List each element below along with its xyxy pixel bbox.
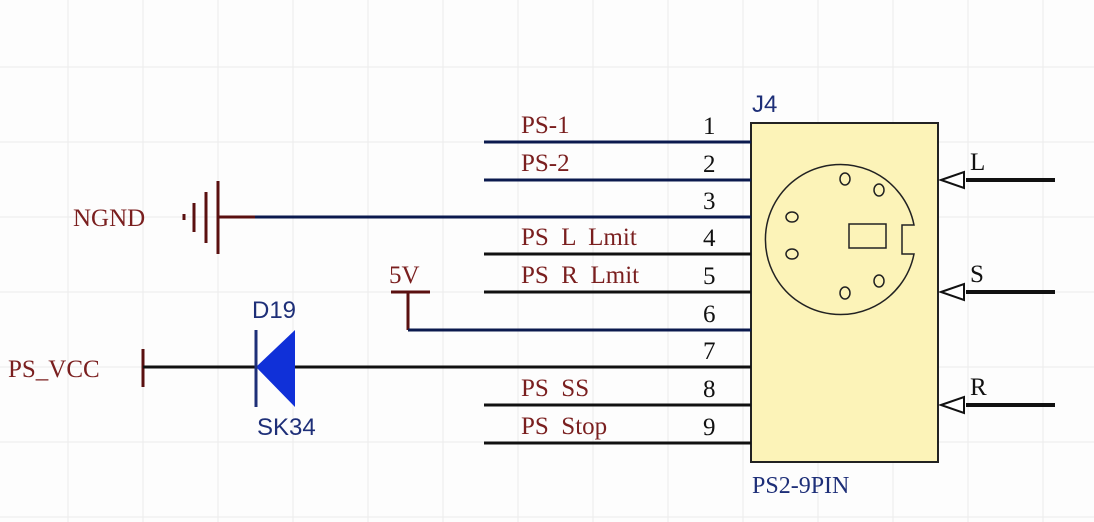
input-arrow-icon (937, 395, 965, 415)
input-arrow-icon (937, 170, 965, 190)
pin-number: 1 (703, 113, 716, 140)
ngnd-label: NGND (73, 205, 145, 232)
pin-number: 8 (703, 376, 716, 403)
port-label: R (970, 374, 987, 401)
connector-part: PS2-9PIN (752, 473, 849, 499)
pin-number: 5 (703, 263, 716, 290)
pin-number: 9 (703, 414, 716, 441)
pin-number: 3 (703, 188, 716, 215)
diode-icon[interactable] (254, 330, 295, 407)
pin-wires: PS-1 1PS-2 2 3 PS L Lmit 4 PS R Lmit 5 6 7 PS SS 8P… (484, 112, 751, 445)
pin-number: 4 (703, 225, 716, 252)
diode-designator: D19 (252, 297, 296, 324)
net-label: PS-1 (521, 112, 570, 139)
net-label: PS R Lmit (521, 262, 639, 289)
connector-body[interactable] (750, 122, 939, 463)
ps2-socket-icon (764, 163, 915, 316)
diode-part: SK34 (257, 414, 316, 441)
net-label: PS Stop (521, 413, 607, 440)
net-label: PS L Lmit (521, 224, 637, 251)
port-label: S (970, 261, 984, 288)
net-label: PS SS (521, 375, 589, 402)
power-5v-icon (391, 290, 430, 330)
pin-number: 7 (703, 338, 716, 365)
pin-number: 2 (703, 151, 716, 178)
input-arrow-icon (937, 282, 965, 302)
connector-designator: J4 (752, 91, 777, 118)
ps-vcc-label: PS_VCC (8, 356, 100, 383)
right-ports: L S R (937, 149, 1055, 415)
net-label: PS-2 (521, 150, 570, 177)
pin-number: 6 (703, 301, 716, 328)
5v-label: 5V (389, 262, 420, 289)
ground-icon (182, 181, 255, 254)
port-label: L (970, 149, 985, 176)
